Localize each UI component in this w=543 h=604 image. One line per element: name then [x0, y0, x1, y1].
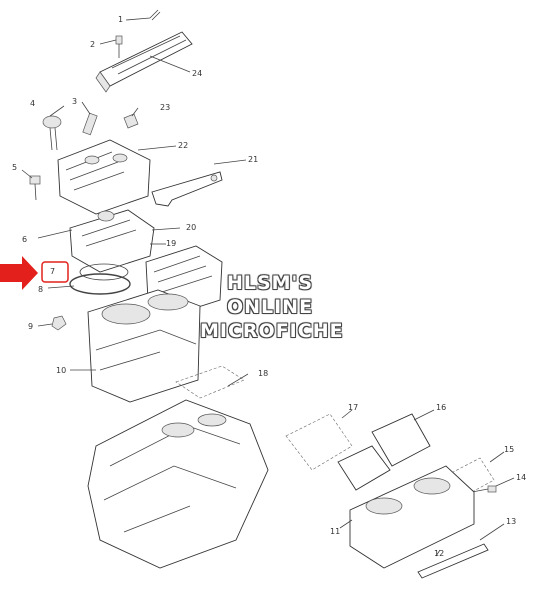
callout-15: 15	[504, 445, 514, 454]
part-22-head-cover	[57, 139, 151, 215]
highlight-part-7	[0, 256, 69, 290]
callout-4: 4	[30, 99, 35, 108]
crankcase	[87, 399, 269, 569]
part-8-gasket	[69, 273, 131, 295]
callout-3: 3	[72, 97, 77, 106]
part-9-nut	[51, 315, 67, 331]
watermark-line-1: HLSM'S	[226, 272, 314, 294]
part-14-bolt	[471, 485, 497, 493]
leader-lines	[21, 17, 515, 557]
callout-7: 7	[50, 267, 55, 276]
callout-6: 6	[22, 235, 27, 244]
callout-19: 19	[166, 239, 176, 248]
callout-9: 9	[28, 322, 33, 331]
watermark-line-3: MICROFICHE	[200, 320, 344, 342]
watermark-line-2: ONLINE	[226, 296, 314, 318]
callout-16: 16	[436, 403, 446, 412]
callout-10: 10	[56, 366, 66, 375]
part-10-cylinder	[87, 289, 201, 403]
part-12-rod	[417, 543, 489, 579]
callout-21: 21	[248, 155, 258, 164]
part-1-pin	[149, 9, 161, 21]
part-17-gasket	[285, 413, 353, 471]
callout-23: 23	[160, 103, 170, 112]
callout-1: 1	[118, 15, 123, 24]
part-16-reed	[337, 413, 431, 491]
callout-12: 12	[434, 549, 444, 558]
part-23-nut	[123, 113, 139, 129]
part-18-gasket	[175, 365, 245, 399]
highlight-box	[41, 261, 69, 283]
part-20-cylinder-head	[69, 209, 155, 273]
callout-13: 13	[506, 517, 516, 526]
callout-labels: 1 2 3 4 5 6 7 8 9 10 11 12 13 14 15 16 1…	[12, 15, 526, 558]
part-11-manifold	[349, 465, 475, 569]
part-4-sensor	[42, 115, 62, 151]
part-2-bolt	[115, 35, 123, 58]
callout-8: 8	[38, 285, 43, 294]
callout-5: 5	[12, 163, 17, 172]
part-3-plug	[82, 112, 98, 136]
callout-2: 2	[90, 40, 95, 49]
callout-20: 20	[186, 223, 196, 232]
highlight-arrow	[0, 256, 38, 290]
callout-18: 18	[258, 369, 268, 378]
callout-17: 17	[348, 403, 358, 412]
callout-22: 22	[178, 141, 188, 150]
callout-14: 14	[516, 473, 526, 482]
part-21-bracket	[151, 171, 223, 207]
part-7-oring	[79, 263, 129, 281]
part-5-bolt	[29, 175, 41, 201]
callout-11: 11	[330, 527, 340, 536]
callout-24: 24	[192, 69, 202, 78]
